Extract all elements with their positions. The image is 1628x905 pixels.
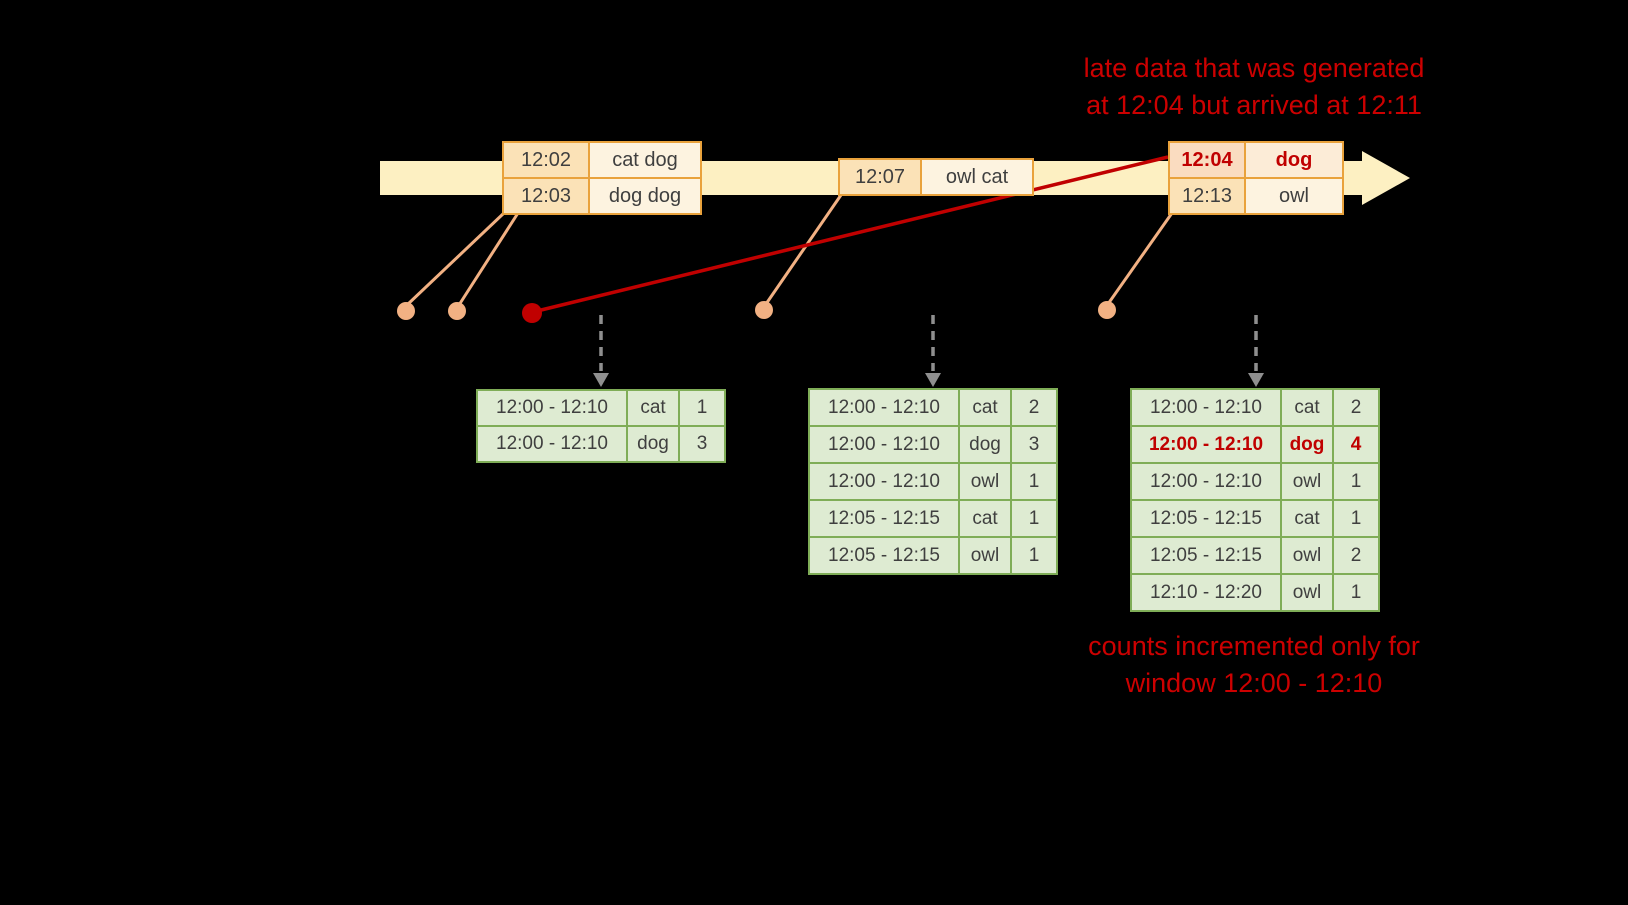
result-word: cat	[1282, 390, 1332, 425]
event-connector-line	[1106, 212, 1174, 305]
trigger-arrowhead	[925, 373, 941, 387]
result-word: owl	[960, 464, 1010, 499]
result-word: cat	[628, 391, 678, 425]
record-time: 12:02	[504, 143, 588, 177]
result-table-3: 12:00 - 12:10 cat 2 12:00 - 12:10 dog 4 …	[1130, 388, 1380, 612]
event-dot	[755, 301, 773, 319]
late-record-time: 12:04	[1170, 143, 1244, 177]
late-data-line	[532, 155, 1169, 314]
result-count: 1	[1334, 464, 1378, 499]
trigger-arrowhead	[593, 373, 609, 387]
late-data-annotation-line2: at 12:04 but arrived at 12:11	[1086, 90, 1422, 120]
result-count: 1	[680, 391, 724, 425]
result-window: 12:00 - 12:10	[478, 391, 626, 425]
result-count: 3	[1012, 427, 1056, 462]
record-words: owl cat	[922, 160, 1032, 194]
result-window: 12:00 - 12:10	[810, 464, 958, 499]
result-count: 1	[1012, 538, 1056, 573]
result-count: 1	[1334, 575, 1378, 610]
result-window: 12:00 - 12:10	[1132, 390, 1280, 425]
result-window: 12:00 - 12:10	[810, 427, 958, 462]
late-record-words: dog	[1246, 143, 1342, 177]
result-count: 1	[1334, 501, 1378, 536]
event-connector-line	[457, 212, 520, 306]
counts-incremented-annotation: counts incremented only for window 12:00…	[1014, 628, 1494, 702]
result-word: owl	[1282, 575, 1332, 610]
input-batch-3: 12:04 dog 12:13 owl	[1168, 141, 1344, 215]
result-word: owl	[1282, 538, 1332, 573]
result-count: 2	[1012, 390, 1056, 425]
result-count: 1	[1012, 501, 1056, 536]
record-time: 12:03	[504, 179, 588, 213]
result-table-1: 12:00 - 12:10 cat 1 12:00 - 12:10 dog 3	[476, 389, 726, 463]
result-word: owl	[1282, 464, 1332, 499]
record-words: dog dog	[590, 179, 700, 213]
result-window: 12:05 - 12:15	[1132, 538, 1280, 573]
result-word: cat	[960, 390, 1010, 425]
result-count: 2	[1334, 538, 1378, 573]
result-window: 12:05 - 12:15	[1132, 501, 1280, 536]
input-batch-2: 12:07 owl cat	[838, 158, 1034, 196]
result-window: 12:00 - 12:10	[810, 390, 958, 425]
result-window: 12:05 - 12:15	[810, 538, 958, 573]
result-count: 3	[680, 427, 724, 461]
result-table-2: 12:00 - 12:10 cat 2 12:00 - 12:10 dog 3 …	[808, 388, 1058, 575]
result-window: 12:05 - 12:15	[810, 501, 958, 536]
event-connector-line	[764, 194, 843, 305]
result-word: cat	[1282, 501, 1332, 536]
result-word: dog	[960, 427, 1010, 462]
result-word: cat	[960, 501, 1010, 536]
counts-annotation-line1: counts incremented only for	[1088, 631, 1420, 661]
counts-annotation-line2: window 12:00 - 12:10	[1125, 668, 1383, 698]
record-time: 12:13	[1170, 179, 1244, 213]
result-window: 12:00 - 12:10	[1132, 464, 1280, 499]
result-count: 2	[1334, 390, 1378, 425]
updated-result-window: 12:00 - 12:10	[1132, 427, 1280, 462]
event-dot	[397, 302, 415, 320]
result-count: 1	[1012, 464, 1056, 499]
record-time: 12:07	[840, 160, 920, 194]
updated-result-word: dog	[1282, 427, 1332, 462]
result-window: 12:00 - 12:10	[478, 427, 626, 461]
late-data-annotation-line1: late data that was generated	[1083, 53, 1425, 83]
record-words: owl	[1246, 179, 1342, 213]
updated-result-count: 4	[1334, 427, 1378, 462]
late-event-dot	[522, 303, 542, 323]
result-window: 12:10 - 12:20	[1132, 575, 1280, 610]
event-dot	[448, 302, 466, 320]
input-batch-1: 12:02 cat dog 12:03 dog dog	[502, 141, 702, 215]
record-words: cat dog	[590, 143, 700, 177]
late-data-annotation: late data that was generated at 12:04 bu…	[1014, 50, 1494, 124]
trigger-arrowhead	[1248, 373, 1264, 387]
event-dot	[1098, 301, 1116, 319]
event-connector-line	[405, 211, 506, 307]
result-word: dog	[628, 427, 678, 461]
result-word: owl	[960, 538, 1010, 573]
